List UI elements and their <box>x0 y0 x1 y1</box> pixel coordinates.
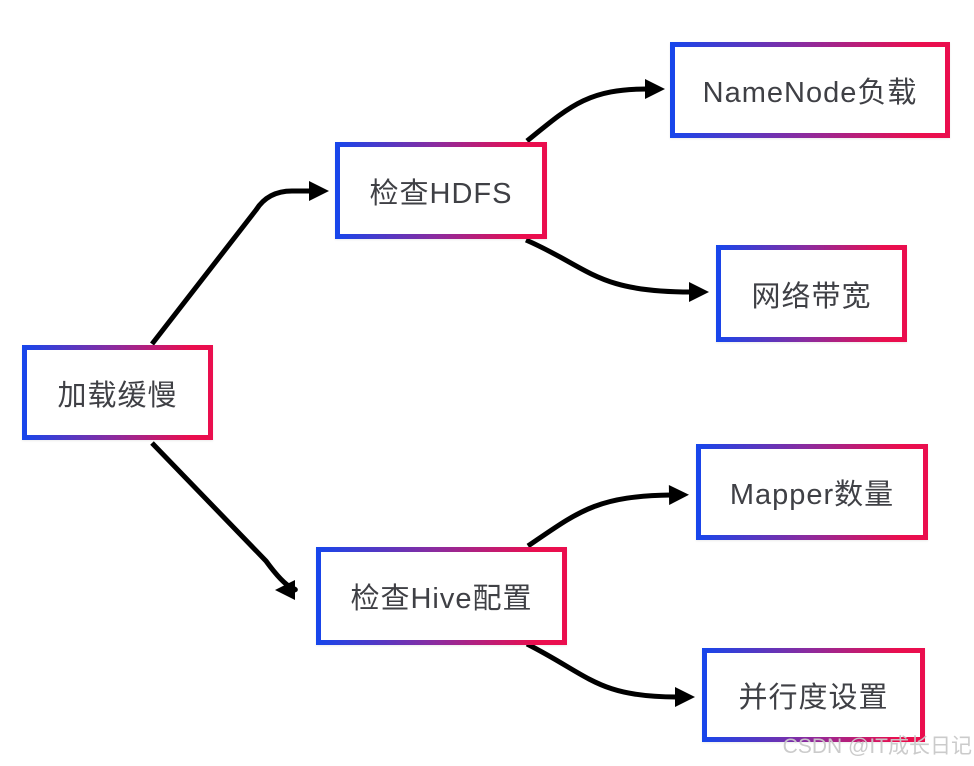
diagram-node-body: 加载缓慢 <box>27 350 208 435</box>
edge-check-hive-config-to-mapper-count <box>526 485 689 549</box>
diagram-node-label: 检查HDFS <box>369 177 513 210</box>
edge-root-to-check-hive-config <box>150 441 298 600</box>
edge-root-to-check-hdfs <box>150 181 329 346</box>
diagram-node-body: 检查Hive配置 <box>321 552 562 640</box>
diagram-node-namenode-load: NameNode负载 <box>670 42 950 138</box>
diagram-node-label: 并行度设置 <box>738 682 889 714</box>
diagram-node-label: 检查Hive配置 <box>350 583 533 615</box>
diagram-node-body: 检查HDFS <box>340 147 542 234</box>
diagram-node-label: 加载缓慢 <box>57 379 178 412</box>
diagram-node-label: 网络带宽 <box>751 280 872 313</box>
diagram-node-check-hdfs: 检查HDFS <box>335 142 547 239</box>
edge-check-hdfs-to-namenode-load <box>525 79 665 143</box>
diagram-node-parallelism-setting: 并行度设置 <box>702 648 925 742</box>
edge-check-hive-config-to-parallelism-setting <box>525 641 695 707</box>
diagram-node-label: Mapper数量 <box>729 479 895 511</box>
diagram-node-root: 加载缓慢 <box>22 345 213 440</box>
diagram-node-body: Mapper数量 <box>701 449 923 535</box>
csdn-watermark: CSDN @IT成长日记 <box>782 735 972 758</box>
diagram-node-body: NameNode负载 <box>675 47 945 133</box>
diagram-node-check-hive-config: 检查Hive配置 <box>316 547 567 645</box>
diagram-node-body: 并行度设置 <box>707 653 920 737</box>
diagram-node-body: 网络带宽 <box>721 250 902 337</box>
edge-check-hdfs-to-network-bandwidth <box>524 237 709 302</box>
diagram-node-network-bandwidth: 网络带宽 <box>716 245 907 342</box>
diagram-node-mapper-count: Mapper数量 <box>696 444 928 540</box>
diagram-node-label: NameNode负载 <box>702 77 918 109</box>
